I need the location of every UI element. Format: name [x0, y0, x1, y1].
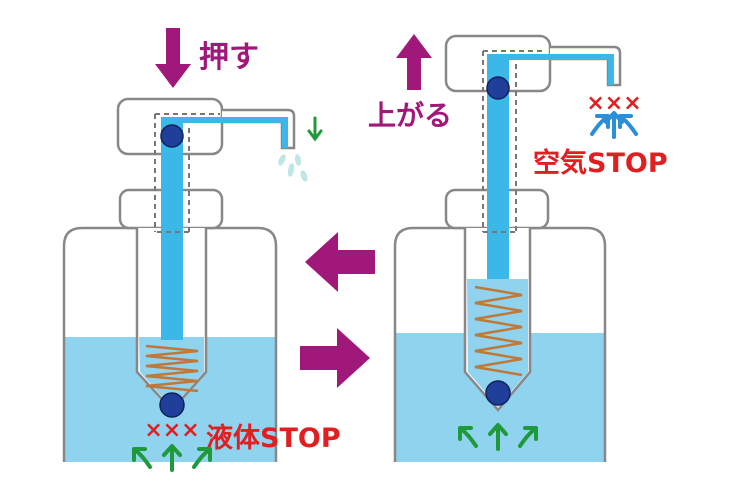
right-pump: 上がる ××× 空気STOP — [368, 34, 668, 462]
left-top-ball — [160, 124, 184, 148]
rise-label: 上がる — [368, 99, 452, 132]
press-arrow — [155, 28, 191, 88]
left-intake-arrows — [132, 444, 212, 472]
left-dashed-lines — [154, 113, 220, 233]
left-drip-arrow — [307, 116, 323, 142]
press-label: 押す — [199, 40, 259, 75]
right-intake-arrows — [458, 423, 538, 451]
rise-arrow — [396, 34, 432, 90]
right-spring — [474, 285, 523, 377]
right-cylinder-liquid — [467, 279, 528, 407]
arrow-to-left — [305, 232, 375, 292]
arrow-to-right — [300, 328, 370, 388]
right-dashed-lines — [482, 50, 546, 233]
right-top-ball — [486, 76, 510, 100]
right-air-arrows — [590, 111, 638, 139]
left-pump: 押す ××× 液体STOP — [62, 28, 341, 472]
right-stop-label: 空気STOP — [533, 147, 668, 179]
left-stop-label: 液体STOP — [206, 423, 341, 454]
left-bottom-ball — [159, 392, 185, 418]
left-spray-droplets — [278, 154, 308, 182]
left-stop-marks: ××× — [144, 418, 199, 443]
right-bottom-ball — [485, 380, 511, 406]
left-spring — [145, 344, 199, 393]
